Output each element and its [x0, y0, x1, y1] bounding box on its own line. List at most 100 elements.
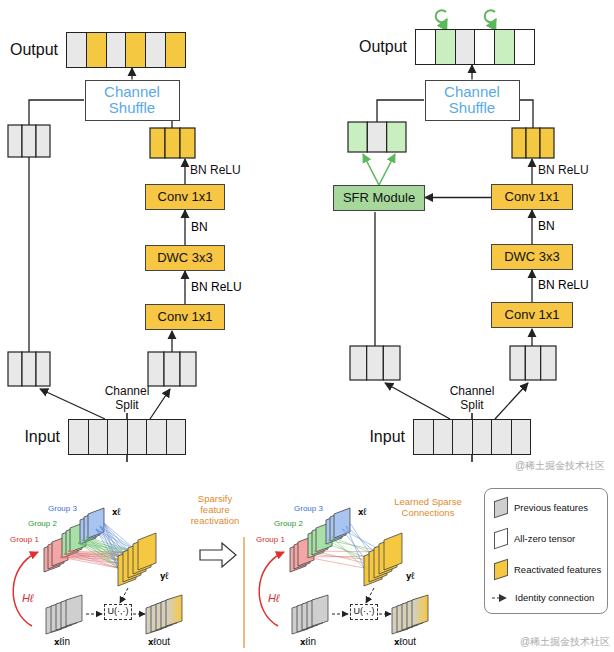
connection-line: [104, 523, 118, 568]
legend-swatch: [494, 528, 508, 550]
recurrence-arrow: [259, 552, 284, 626]
tensor-cells: [68, 419, 186, 455]
tensor-cells: [413, 419, 531, 455]
tensor-cell: [67, 33, 87, 67]
layer-box: DWC 3x3: [491, 244, 573, 270]
module-box: SFR Module: [333, 185, 425, 211]
operator-box: U(·,·): [350, 604, 378, 620]
feature-tensor: [8, 125, 50, 157]
reactivated-map: [412, 595, 428, 626]
symbol-label: 𝐱ℓ: [358, 506, 366, 518]
identity-arrow: [366, 588, 374, 603]
legend-line-sample: [491, 593, 509, 603]
box-label: Conv 1x1: [505, 308, 560, 322]
identity-arrow: [120, 588, 128, 603]
connection-line: [346, 526, 364, 568]
edge-label: BN: [537, 220, 556, 233]
output-tensor: Output: [66, 32, 186, 68]
flow-line: [171, 120, 172, 128]
output-map: [384, 533, 402, 570]
reactivation-icon: [485, 10, 496, 22]
group-label: Group 2: [274, 519, 303, 528]
flow-line: [385, 383, 450, 419]
legend-box: Previous featuresAll-zero tensorReactiva…: [484, 488, 608, 614]
box-label: U(·,·): [108, 607, 129, 617]
legend-entry: Previous features: [491, 499, 601, 516]
layer-box: Conv 1x1: [145, 184, 225, 210]
feature-tensor: [512, 128, 554, 158]
divider-line: [243, 537, 244, 648]
input-tensor: Input: [413, 419, 531, 455]
symbol-label: 𝐱ℓ: [112, 506, 120, 518]
input-tensor: Input: [68, 419, 186, 455]
connection-line: [306, 557, 364, 568]
tensor-cell: [166, 33, 185, 67]
tensor-cell: [492, 420, 512, 454]
watermark: @稀土掘金技术社区: [520, 636, 610, 648]
legend-entry: All-zero tensor: [491, 530, 601, 547]
connection-line: [82, 540, 118, 568]
flow-line: [363, 154, 379, 185]
arrow-connector: [471, 65, 472, 80]
tensor-cell: [147, 420, 167, 454]
edge-label: BN ReLU: [190, 281, 243, 294]
group-label: Group 3: [48, 504, 77, 513]
flow-line: [377, 100, 424, 122]
box-label: Channel Shuffle: [96, 84, 168, 117]
connection-line: [68, 551, 118, 568]
box-label: Conv 1x1: [158, 190, 213, 204]
feature-tensor: [150, 128, 195, 158]
symbol-label: 𝐱ℓout: [394, 636, 416, 648]
tensor-cell: [414, 420, 434, 454]
symbol-label: Hℓ: [22, 592, 34, 605]
operator-box: U(·,·): [104, 604, 132, 620]
tensor-cell: [128, 420, 148, 454]
tensor-cell: [456, 30, 476, 64]
symbol-label: 𝐱ℓout: [148, 636, 170, 648]
tensor-cell: [473, 420, 493, 454]
flow-line: [150, 389, 170, 419]
feature-tensor: [348, 122, 406, 152]
legend-text: All-zero tensor: [514, 533, 575, 544]
arrow-connector: [131, 68, 132, 80]
group-label: Group 1: [256, 535, 285, 544]
tensor-cell: [475, 30, 495, 64]
legend-swatch: [494, 497, 508, 519]
output-tensor: Output: [415, 29, 535, 65]
tensor-heading: Output: [10, 41, 58, 59]
tensor-cell: [126, 33, 146, 67]
feature-tensor: [8, 352, 50, 386]
reactivated-map: [166, 595, 182, 626]
split-label: Channel Split: [97, 385, 157, 413]
tensor-cell: [434, 420, 454, 454]
symbol-label: 𝐱ℓin: [54, 636, 70, 648]
box-label: Channel Shuffle: [436, 84, 508, 117]
tensor-cell: [89, 420, 109, 454]
shuffle-box: Channel Shuffle: [425, 80, 520, 121]
layer-box: Conv 1x1: [491, 184, 573, 210]
layer-box: Conv 1x1: [491, 302, 573, 328]
legend-entry: Identity connection: [491, 592, 601, 603]
flow-line: [520, 100, 533, 128]
layer-annotation: BN ReLU: [538, 164, 589, 178]
feature-tensor: [510, 346, 556, 380]
flow-line: [379, 154, 395, 185]
tensor-cell: [453, 420, 473, 454]
tensor-cell: [515, 30, 534, 64]
group-map: [334, 508, 350, 538]
box-label: SFR Module: [343, 191, 415, 205]
group-label: Group 1: [10, 535, 39, 544]
flow-line: [29, 100, 84, 125]
legend-text: Identity connection: [515, 592, 594, 603]
tensor-cell: [495, 30, 515, 64]
identity-arrow: [332, 614, 348, 615]
arrow-connector: [531, 270, 532, 302]
tensor-cell: [69, 420, 89, 454]
feature-tensor: [148, 352, 196, 386]
group-map: [88, 508, 104, 538]
edge-label: BN ReLU: [537, 279, 590, 292]
tensor-cells: [66, 32, 186, 68]
symbol-label: 𝐱ℓin: [300, 636, 316, 648]
edge-label: BN: [190, 221, 209, 234]
box-label: Conv 1x1: [158, 310, 213, 324]
